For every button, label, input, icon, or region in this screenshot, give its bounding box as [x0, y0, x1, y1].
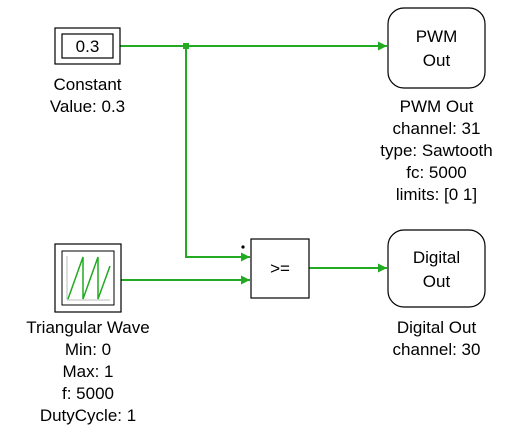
constant-label-line: Constant	[53, 75, 122, 94]
triangular-wave-label: Triangular Wave Min: 0 Max: 1 f: 5000 Du…	[0, 317, 176, 427]
pwm-out-block-text-1: PWM	[416, 27, 458, 46]
constant-label-line: Value: 0.3	[49, 97, 126, 116]
pwm-out-label: PWM Out channel: 31 type: Sawtooth fc: 5…	[356, 96, 512, 206]
digital-out-label-line: channel: 30	[392, 340, 481, 359]
triangular-wave-label-line: f: 5000	[62, 384, 114, 403]
wires	[120, 41, 387, 285]
triangular-wave-label-line: Max: 1	[62, 362, 114, 381]
compare-input-marker-icon	[241, 245, 245, 249]
pwm-out-label-line: fc: 5000	[406, 163, 467, 182]
pwm-out-block[interactable]: PWM Out	[387, 7, 486, 89]
triangular-wave-label-line: Triangular Wave	[26, 318, 150, 337]
triangular-wave-label-line: DutyCycle: 1	[39, 406, 137, 425]
digital-out-label: Digital Out channel: 30	[366, 317, 507, 361]
digital-out-block-text-2: Out	[423, 272, 451, 291]
sawtooth-wave-icon	[67, 256, 111, 300]
wire-branch-point	[183, 43, 189, 49]
pwm-out-label-line: type: Sawtooth	[380, 141, 493, 160]
constant-label: Constant Value: 0.3	[27, 74, 148, 118]
pwm-out-block-text-2: Out	[423, 51, 451, 70]
pwm-out-label-line: channel: 31	[392, 119, 481, 138]
triangular-wave-label-line: Min: 0	[64, 340, 112, 359]
wire-branch-to-compare-input-1[interactable]	[185, 46, 250, 262]
digital-out-label-line: Digital Out	[396, 318, 477, 337]
pwm-out-label-line: limits: [0 1]	[395, 185, 478, 204]
digital-out-block-text-1: Digital	[413, 248, 460, 267]
constant-value: 0.3	[76, 37, 100, 56]
digital-out-block[interactable]: Digital Out	[387, 229, 486, 308]
pwm-out-label-line: PWM Out	[399, 97, 474, 116]
triangular-wave-block[interactable]	[54, 243, 122, 313]
constant-block[interactable]: 0.3	[54, 27, 121, 65]
compare-block[interactable]: >=	[241, 238, 310, 299]
compare-operator: >=	[270, 259, 290, 278]
